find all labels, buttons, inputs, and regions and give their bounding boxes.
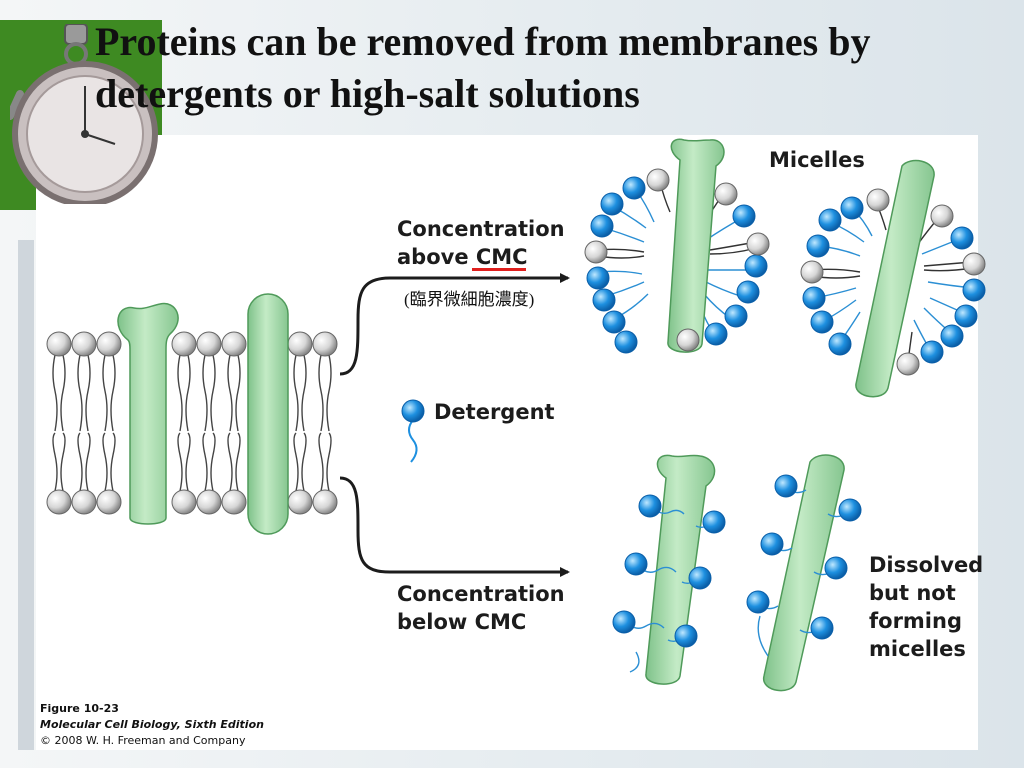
arrow-right-icon: [339, 273, 570, 376]
cmc-underline: [472, 268, 526, 271]
lipid-heads: [46, 331, 338, 515]
copyright: © 2008 W. H. Freeman and Company: [40, 734, 246, 747]
arrow-right-icon: [339, 476, 570, 577]
detergent-label: Detergent: [434, 400, 555, 424]
dissolved-protein-right: [746, 454, 862, 692]
membrane-bilayer: [52, 354, 332, 492]
dissolved-protein-left: [612, 454, 726, 685]
book-title: Molecular Cell Biology, Sixth Edition: [40, 718, 264, 731]
slide-title: Proteins can be removed from membranes b…: [95, 19, 871, 116]
cmc-translation: (臨界微細胞濃度): [404, 290, 535, 309]
bone-protein: [117, 302, 179, 525]
below-cmc-label: Concentration below CMC: [397, 582, 565, 634]
stopwatch-image: [10, 24, 158, 204]
micelles-label: Micelles: [769, 148, 865, 172]
micelle-left: [584, 138, 770, 354]
above-cmc-label: Concentration above CMC: [397, 217, 565, 269]
detergent-icon: [401, 399, 425, 463]
rod-protein: [247, 293, 289, 535]
dissolved-label: Dissolved but not forming micelles: [869, 553, 984, 661]
micelle-right: [800, 159, 986, 398]
figure-number: Figure 10-23: [40, 702, 119, 715]
left-accent-strip: [18, 240, 34, 750]
